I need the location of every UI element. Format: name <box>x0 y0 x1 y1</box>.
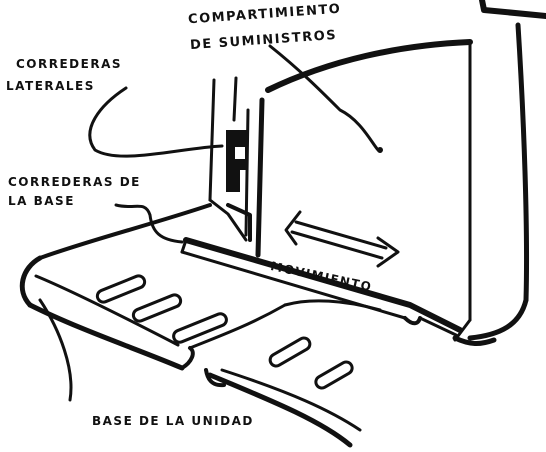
double-arrow-icon <box>284 210 400 268</box>
slot <box>131 293 183 323</box>
cabinet-upper-edge <box>479 0 546 19</box>
unit-base-right-panel <box>204 299 382 448</box>
side-slide-mechanism <box>208 130 252 242</box>
slot <box>314 360 354 390</box>
label-unit-base: BASE DE LA UNIDAD <box>92 414 254 428</box>
label-side-slides-line2: LATERALES <box>6 79 95 93</box>
base-rail <box>180 237 463 337</box>
label-base-slides-line2: LA BASE <box>8 194 75 208</box>
leader-lines <box>38 44 383 402</box>
base-slots <box>95 274 354 390</box>
slot <box>95 274 147 304</box>
slot <box>268 336 312 368</box>
label-base-slides-line1: CORREDERAS DE <box>8 175 141 189</box>
slot <box>172 312 228 344</box>
supplies-compartment-box <box>208 22 530 346</box>
label-side-slides-line1: CORREDERAS <box>16 57 123 71</box>
